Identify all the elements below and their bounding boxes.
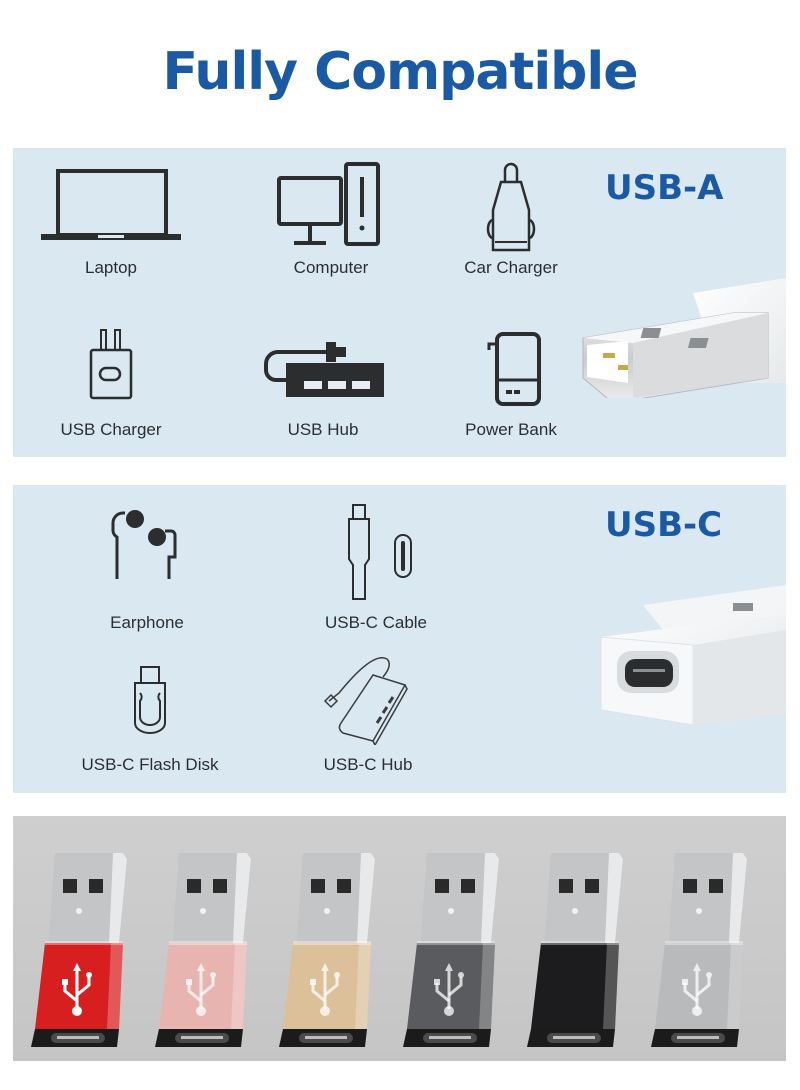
adapter-red [31,853,127,1047]
item-label: Computer [293,258,369,277]
item-laptop: Laptop [41,166,181,277]
item-power-bank: Power Bank [465,332,557,439]
adapter-colors-panel [13,816,786,1061]
item-label: Car Charger [464,258,558,277]
item-label: USB-C Cable [324,613,428,632]
usb-hub-icon [264,342,384,397]
usb-a-panel: USB-A Laptop Computer Car Charger [13,148,786,457]
item-usb-c-hub: USB-C Hub [318,649,418,774]
car-charger-icon [486,162,536,252]
item-car-charger: Car Charger [464,162,558,277]
usb-c-hub-icon [323,657,408,745]
item-label: USB-C Flash Disk [81,755,219,774]
item-label: Power Bank [465,420,557,439]
item-label: Earphone [110,613,184,632]
adapter-silver [651,853,747,1047]
usb-a-connector-image [582,278,786,398]
item-usb-c-cable: USB-C Cable [325,501,427,632]
usb-a-label: USB-A [605,168,724,208]
power-bank-icon [487,332,541,406]
item-label: USB-C Hub [323,755,413,774]
item-label: USB Charger [60,420,162,439]
flash-disk-icon [134,666,166,734]
item-earphone: Earphone [107,509,187,632]
usb-c-label: USB-C [605,505,723,545]
adapter-space-gray [403,853,499,1047]
adapter-rose-gold [155,853,251,1047]
earphone-icon [111,510,177,579]
item-usb-hub: USB Hub [258,338,388,439]
adapter-gold [279,853,375,1047]
usb-c-panel: USB-C Earphone USB-C Cable USB-C Flash D… [13,485,786,793]
item-usb-charger: USB Charger [60,328,162,439]
item-label: Laptop [85,258,137,277]
usb-c-adapter-image [600,585,786,726]
page-title: Fully Compatible [162,42,639,102]
item-label: USB Hub [287,420,359,439]
usb-c-cable-icon [348,504,412,600]
item-usb-c-flash-disk: USB-C Flash Disk [82,665,218,774]
item-computer: Computer [271,162,391,277]
laptop-icon [41,169,181,240]
desktop-computer-icon [277,162,380,246]
adapter-black [527,853,623,1047]
wall-charger-icon [89,329,133,400]
